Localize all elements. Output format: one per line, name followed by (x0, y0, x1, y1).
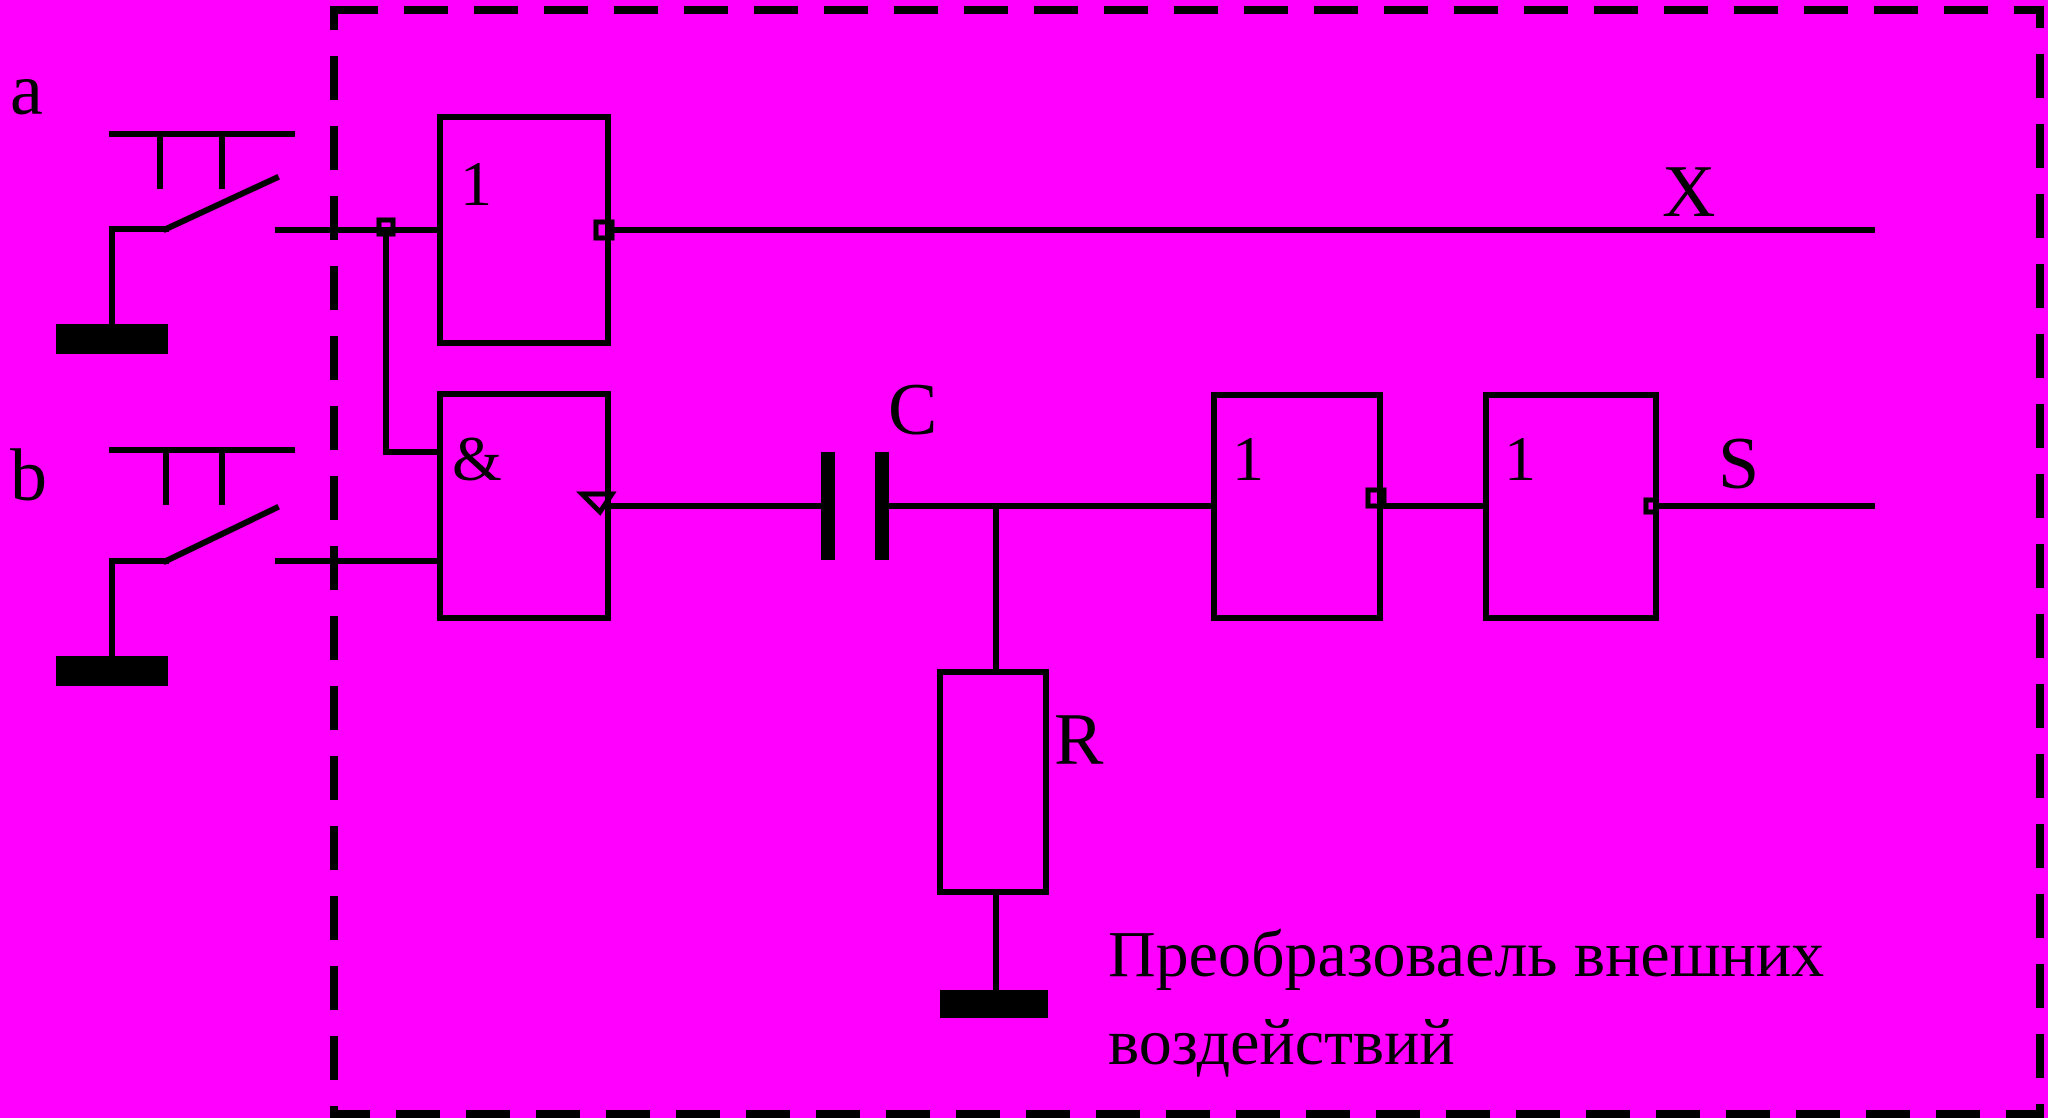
switch-b[interactable] (56, 447, 439, 686)
gate-not-2: 1 (1483, 392, 1659, 621)
input-b-label: b (10, 435, 47, 517)
gate-not-2-label: 1 (1504, 423, 1536, 494)
resistor-r (937, 503, 1049, 1018)
caption-line-2: воздействий (1108, 1006, 1455, 1079)
wire-a-to-and (376, 217, 443, 455)
gate-not-1-label: 1 (1232, 423, 1264, 494)
output-x-label: X (1662, 151, 1715, 233)
resistor-r-label: R (1054, 699, 1104, 781)
capacitor-c (821, 452, 889, 560)
gate-and: & (437, 391, 617, 621)
input-a-label: a (10, 49, 43, 131)
switch-a[interactable] (56, 131, 439, 354)
ground-r (940, 990, 1048, 1018)
gate-not-1: 1 (1211, 392, 1387, 621)
capacitor-c-label: C (888, 369, 937, 451)
gate-and-label: & (452, 423, 502, 494)
output-s-label: S (1718, 423, 1759, 505)
gate-or-top-label: 1 (460, 148, 492, 219)
ground-b (56, 656, 168, 686)
ground-a (56, 324, 168, 354)
caption-line-1: Преобразоваель внешних (1108, 918, 1824, 991)
gate-or-top: 1 (437, 114, 615, 346)
